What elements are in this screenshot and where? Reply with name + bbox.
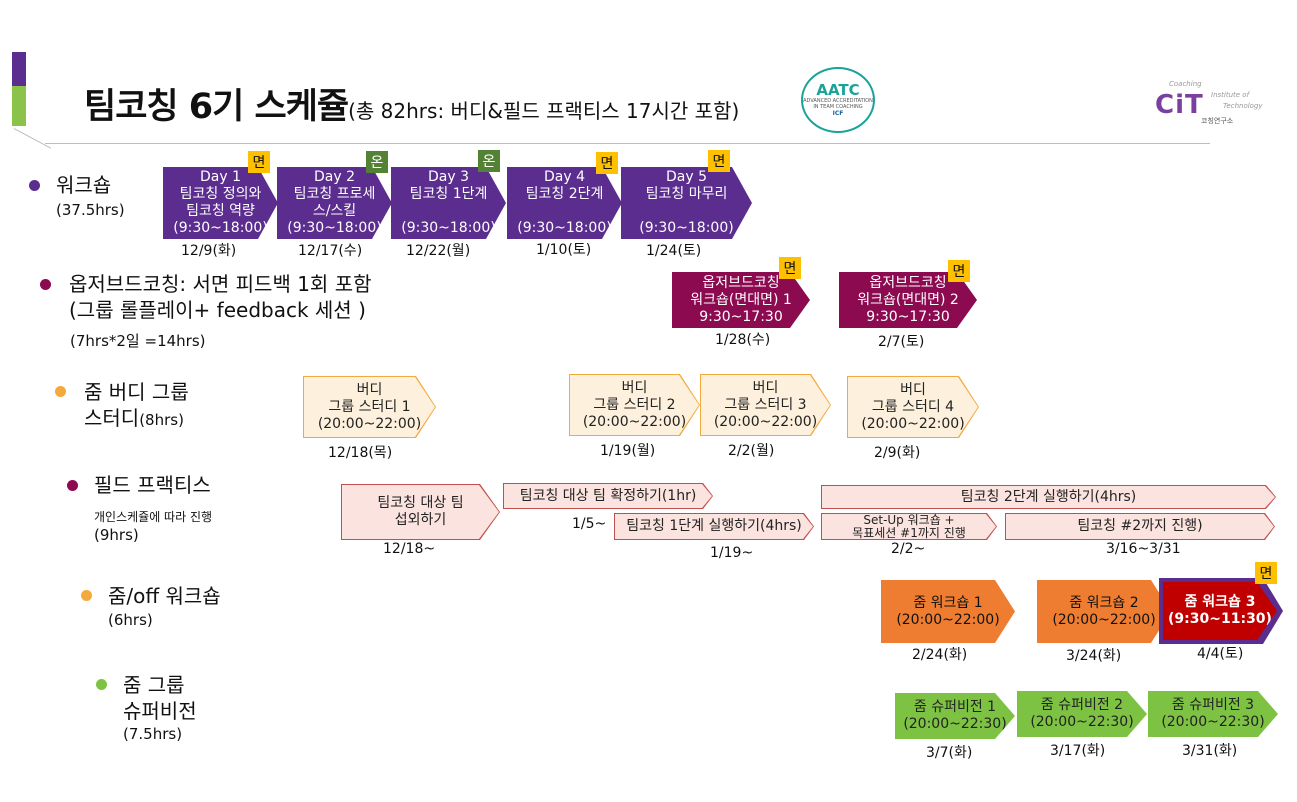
buddy-label: 줌 버디 그룹	[84, 380, 189, 404]
workshop-day-5-date: 1/24(토)	[646, 243, 702, 259]
page-subtitle: (총 82hrs: 버디&필드 프랙티스 17시간 포함)	[348, 99, 740, 123]
badge-face-day5: 면	[708, 150, 730, 172]
field-item-session2: 팀코칭 #2까지 진행)	[1005, 513, 1275, 540]
buddy-label-2: 스터디(8hrs)	[84, 406, 184, 430]
zoomoff-label: 줌/off 워크숍	[108, 584, 221, 608]
workshop-day-4-date: 1/10(토)	[536, 242, 592, 258]
supervision-session-2-date: 3/17(화)	[1050, 743, 1106, 759]
observed-bullet	[40, 279, 51, 290]
workshop-day-2: Day 2 팀코칭 프로세 스/스킬 (9:30~18:00)	[277, 167, 392, 239]
field-item-confirm-date: 1/5~	[572, 516, 607, 532]
workshop-day-5: Day 5 팀코칭 마무리 (9:30~18:00)	[621, 167, 752, 239]
buddy-session-2: 버디 그룹 스터디 2 (20:00~22:00)	[569, 374, 700, 436]
zoom-workshop-2-date: 3/24(화)	[1066, 648, 1122, 664]
field-bullet	[67, 480, 78, 491]
badge-face-observed2: 면	[948, 260, 970, 282]
zoom-workshop-1: 줌 워크숍 1 (20:00~22:00)	[881, 580, 1015, 643]
cit-logo: Coaching Institute of Technology CiT 코칭연…	[1155, 80, 1263, 125]
workshop-day-3-date: 12/22(월)	[406, 243, 471, 259]
observed-label-2: (그룹 롤플레이+ feedback 세션 )	[69, 298, 366, 322]
supervision-label-2: 슈퍼비전	[123, 699, 197, 723]
field-note: 개인스케쥴에 따라 진행	[94, 510, 213, 524]
workshop-day-4: Day 4 팀코칭 2단계 (9:30~18:00)	[507, 167, 622, 239]
workshop-bullet	[29, 180, 40, 191]
zoom-workshop-1-date: 2/24(화)	[912, 647, 968, 663]
buddy-session-3-date: 2/2(월)	[728, 443, 775, 459]
zoomoff-hours: (6hrs)	[108, 611, 153, 629]
zoomoff-bullet	[81, 590, 92, 601]
supervision-bullet	[96, 679, 107, 690]
supervision-label: 줌 그룹	[123, 673, 185, 697]
field-item-setup-workshop: Set-Up 워크숍 + 목표세션 #1까지 진행	[821, 513, 997, 540]
buddy-session-3: 버디 그룹 스터디 3 (20:00~22:00)	[700, 374, 831, 436]
field-item-recruit-date: 12/18~	[383, 541, 436, 557]
observed-session-1: 옵저브드코칭 워크숍(면대면) 1 9:30~17:30	[672, 272, 810, 328]
field-item-recruit-team: 팀코칭 대상 팀 섭외하기	[341, 484, 500, 540]
observed-hours: (7hrs*2일 =14hrs)	[70, 332, 206, 350]
supervision-session-2: 줌 슈퍼비전 2 (20:00~22:30)	[1017, 691, 1147, 737]
field-item-stage1: 팀코칭 1단계 실행하기(4hrs)	[614, 513, 814, 540]
field-label: 필드 프랙티스	[94, 473, 211, 497]
field-item-stage2: 팀코칭 2단계 실행하기(4hrs)	[821, 485, 1276, 509]
zoom-workshop-3: 줌 워크숍 3 (9:30~11:30)	[1159, 578, 1283, 644]
field-item-session2-date: 3/16~3/31	[1106, 541, 1181, 557]
badge-online-day3: 온	[478, 150, 500, 172]
workshop-day-2-date: 12/17(수)	[298, 243, 363, 259]
field-hours: (9hrs)	[94, 526, 139, 544]
buddy-session-2-date: 1/19(월)	[600, 443, 656, 459]
workshop-day-1: Day 1 팀코칭 정의와 팀코칭 역량 (9:30~18:00)	[163, 167, 278, 239]
observed-session-2-date: 2/7(토)	[878, 334, 925, 350]
buddy-session-4: 버디 그룹 스터디 4 (20:00~22:00)	[847, 376, 979, 438]
supervision-session-1-date: 3/7(화)	[926, 745, 973, 761]
observed-session-1-date: 1/28(수)	[715, 332, 771, 348]
supervision-session-3: 줌 슈퍼비전 3 (20:00~22:30)	[1148, 691, 1278, 737]
buddy-session-1: 버디 그룹 스터디 1 (20:00~22:00)	[303, 376, 436, 438]
observed-label: 옵저브드코칭: 서면 피드백 1회 포함	[69, 272, 372, 296]
title-accent-bar-green	[12, 86, 26, 126]
workshop-hours: (37.5hrs)	[56, 201, 125, 219]
badge-face-zoom3: 면	[1255, 562, 1277, 584]
badge-face-day1: 면	[248, 151, 270, 173]
buddy-bullet	[55, 386, 66, 397]
supervision-session-1: 줌 슈퍼비전 1 (20:00~22:30)	[895, 693, 1015, 739]
workshop-day-3: Day 3 팀코칭 1단계 (9:30~18:00)	[391, 167, 506, 239]
badge-online-day2: 온	[366, 151, 388, 173]
field-item-setup-date: 2/2~	[891, 541, 926, 557]
field-item-confirm-team: 팀코칭 대상 팀 확정하기(1hr)	[503, 483, 713, 509]
aatc-logo: AATC ADVANCED ACCREDITATION IN TEAM COAC…	[801, 67, 875, 133]
workshop-day-1-date: 12/9(화)	[181, 243, 237, 259]
workshop-label: 워크숍	[56, 173, 112, 197]
header-divider	[45, 143, 1210, 144]
supervision-session-3-date: 3/31(화)	[1182, 743, 1238, 759]
title-accent-bar-purple	[12, 52, 26, 86]
buddy-session-1-date: 12/18(목)	[328, 445, 393, 461]
supervision-hours: (7.5hrs)	[123, 725, 183, 743]
badge-face-observed1: 면	[779, 257, 801, 279]
badge-face-day4: 면	[596, 152, 618, 174]
zoom-workshop-2: 줌 워크숍 2 (20:00~22:00)	[1037, 580, 1171, 643]
zoom-workshop-3-date: 4/4(토)	[1197, 646, 1244, 662]
field-item-stage1-date: 1/19~	[710, 545, 754, 561]
page-title: 팀코칭 6기 스케쥴(총 82hrs: 버디&필드 프랙티스 17시간 포함)	[84, 87, 740, 127]
header-divider-diagonal	[13, 128, 52, 149]
buddy-session-4-date: 2/9(화)	[874, 445, 921, 461]
